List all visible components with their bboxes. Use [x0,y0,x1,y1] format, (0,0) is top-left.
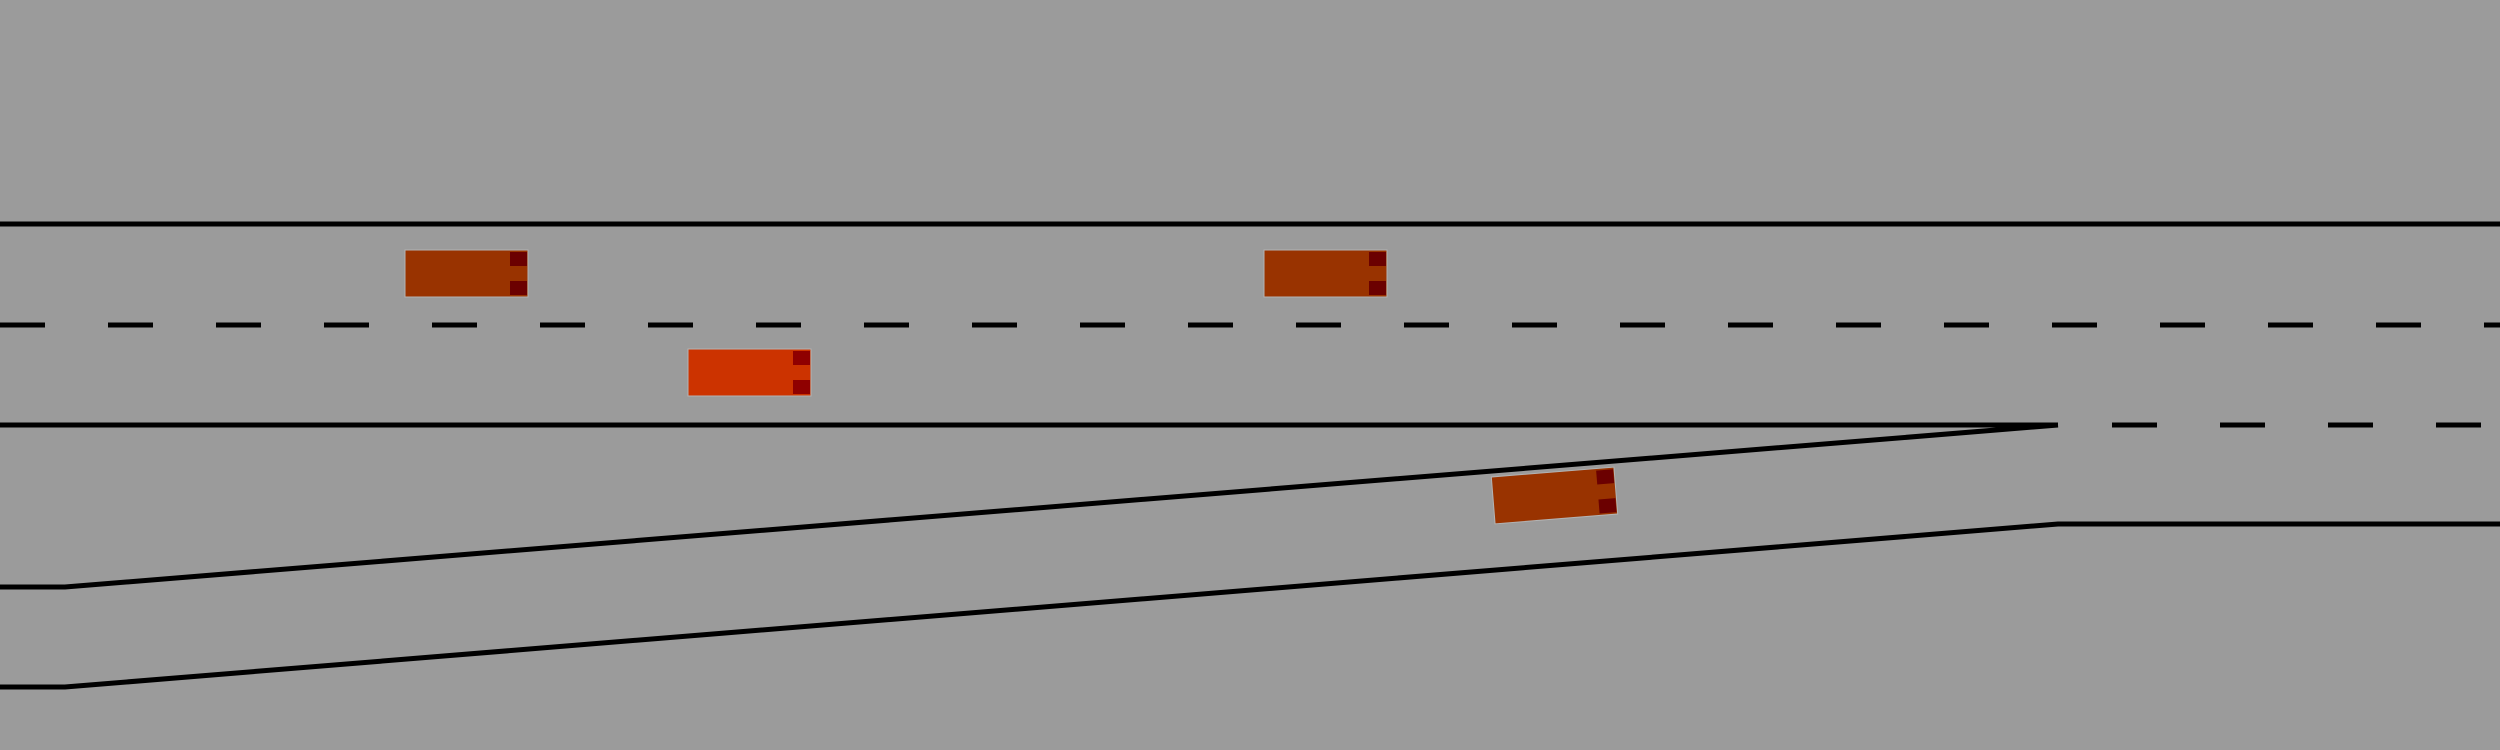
vehicles-layer [404,249,1619,525]
ramp-lower-edge [0,521,2500,690]
vehicle-front-light-right [510,281,527,295]
vehicle-front-light-left [1369,252,1386,266]
vehicle-front-light-left [510,252,527,266]
vehicle-body [1490,466,1619,525]
vehicle-front-light-left [1596,469,1615,485]
vehicle-left-lane-1 [404,249,529,298]
ramp-upper-edge [0,422,2059,590]
vehicle-body [687,348,812,397]
vehicle-front-light-right [1369,281,1386,295]
vehicle-on-ramp [1490,466,1619,525]
vehicle-front-light-right [793,380,810,394]
vehicle-front-light-right [1598,498,1617,514]
vehicle-ego [687,348,812,397]
vehicle-body [1263,249,1388,298]
vehicle-body [404,249,529,298]
vehicle-left-lane-2 [1263,249,1388,298]
vehicle-front-light-left [793,351,810,365]
